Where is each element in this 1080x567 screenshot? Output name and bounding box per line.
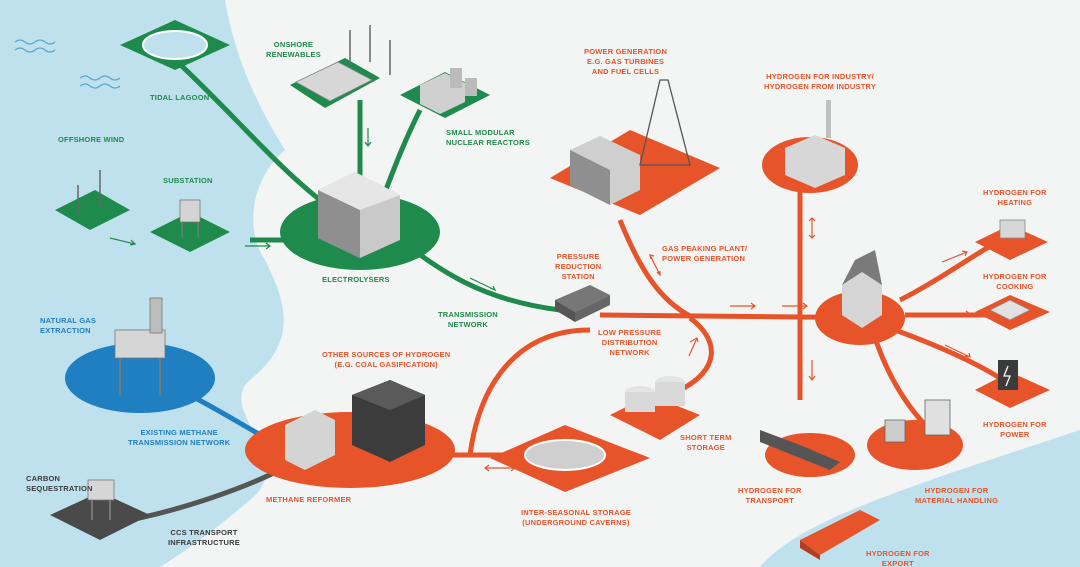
label-h2-export: HYDROGEN FOR EXPORT: [866, 549, 930, 567]
storage-tanks: [625, 376, 685, 412]
ccs-rig: [87, 479, 115, 520]
label-electrolysers: ELECTROLYSERS: [322, 275, 390, 284]
wave-lines: [14, 39, 121, 89]
electrolyser-building: [318, 172, 400, 258]
house: [842, 250, 882, 328]
label-other-sources: OTHER SOURCES OF HYDROGEN (E.G. COAL GAS…: [322, 350, 451, 369]
gas-rig: [114, 297, 166, 395]
hob-icon: [989, 299, 1031, 321]
offshore-wind-platform: [55, 190, 130, 230]
radiator-icon: [999, 219, 1026, 239]
label-h2-heating: HYDROGEN FOR HEATING: [983, 188, 1047, 207]
substation-structure: [179, 199, 201, 238]
tidal-lagoon-pool: [142, 30, 208, 60]
label-pressure-reduction: PRESSURE REDUCTION STATION: [555, 252, 602, 281]
label-inter-seasonal: INTER-SEASONAL STORAGE (UNDERGROUND CAVE…: [521, 508, 631, 527]
label-offshore-wind: OFFSHORE WIND: [58, 135, 125, 144]
nuclear-reactor-building: [420, 68, 477, 114]
label-tidal-lagoon: TIDAL LAGOON: [150, 93, 210, 102]
gas-extraction-platform: [65, 343, 215, 413]
solar-panels: [295, 61, 373, 102]
label-ccs-transport: CCS TRANSPORT INFRASTRUCTURE: [168, 528, 240, 547]
label-methane-reformer: METHANE REFORMER: [266, 495, 352, 504]
label-h2-cooking: HYDROGEN FOR COOKING: [983, 272, 1047, 291]
label-short-term-storage: SHORT TERM STORAGE: [680, 433, 732, 452]
label-substation: SUBSTATION: [163, 176, 213, 185]
label-gas-peaking: GAS PEAKING PLANT/ POWER GENERATION: [662, 244, 748, 263]
label-h2-industry: HYDROGEN FOR INDUSTRY/ HYDROGEN FROM IND…: [764, 72, 877, 91]
label-onshore-renewables: ONSHORE RENEWABLES: [266, 40, 321, 59]
train-icon: [760, 430, 840, 470]
substation-platform: [150, 212, 230, 252]
label-natural-gas-extraction: NATURAL GAS EXTRACTION: [40, 316, 97, 335]
label-h2-transport: HYDROGEN FOR TRANSPORT: [738, 486, 802, 505]
flow-arrows: [109, 128, 497, 292]
forklift-icon: [884, 399, 951, 443]
label-h2-power: HYDROGEN FOR POWER: [983, 420, 1047, 439]
power-station: [570, 79, 691, 205]
label-h2-material: HYDROGEN FOR MATERIAL HANDLING: [915, 486, 999, 505]
carbon-sequestration-platform: [50, 492, 150, 540]
label-carbon-sequestration: CARBON SEQUESTRATION: [26, 474, 93, 493]
wind-turbines-onshore: [349, 25, 391, 75]
label-low-pressure: LOW PRESSURE DISTRIBUTION NETWORK: [598, 328, 662, 357]
label-existing-methane: EXISTING METHANE TRANSMISSION NETWORK: [128, 428, 231, 447]
orange-network: [430, 185, 1012, 458]
offshore-turbines: [77, 170, 101, 215]
reformer-buildings: [285, 380, 425, 470]
orange-arrows: [484, 217, 971, 472]
label-transmission-network: TRANSMISSION NETWORK: [438, 310, 498, 329]
pressure-station: [555, 285, 610, 322]
heating-platform: [975, 225, 1048, 260]
factory: [785, 100, 845, 188]
label-power-generation: POWER GENERATION E.G. GAS TURBINES AND F…: [584, 47, 668, 76]
label-small-modular-nuclear: SMALL MODULAR NUCLEAR REACTORS: [446, 128, 530, 147]
inter-seasonal-cavern: [524, 439, 606, 471]
sea-left: [0, 0, 285, 567]
ship-icon: [800, 510, 880, 560]
battery-icon: [998, 360, 1018, 390]
